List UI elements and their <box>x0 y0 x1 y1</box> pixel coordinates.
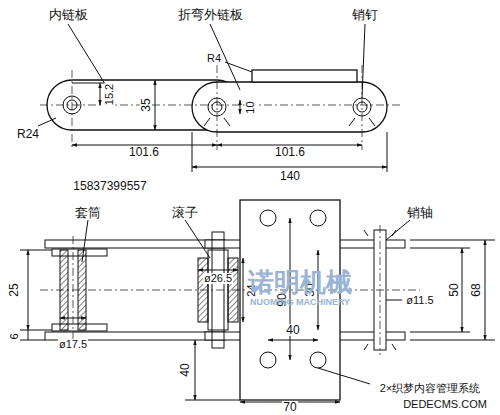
dimension-label: 套筒 <box>74 206 102 219</box>
dimension-label: 50 <box>448 282 460 297</box>
dimension-label: 10 <box>245 100 256 114</box>
dimension-label: 销钉 <box>351 8 379 21</box>
dimension-label: R24 <box>16 128 40 140</box>
dimension-label: 35 <box>140 97 152 112</box>
dimension-label: 2×织梦内容管理系统 <box>379 383 482 394</box>
dimension-label: 25 <box>8 282 20 297</box>
dimension-label: DEDECMS.COM <box>402 399 488 410</box>
dimension-label: 68 <box>470 282 482 297</box>
dimension-label: 内链板 <box>48 8 89 21</box>
dimension-label: 折弯外链板 <box>177 8 244 21</box>
dimension-label: ø26.5 <box>203 273 233 284</box>
dimension-label: 6 <box>9 332 20 340</box>
dimension-label: 滚子 <box>171 206 199 219</box>
dimension-label: 销轴 <box>406 206 434 219</box>
dimension-label: ø17.5 <box>58 339 88 350</box>
dimension-label: R4 <box>206 53 222 64</box>
watermark: 诺明机械 <box>247 269 353 295</box>
dimension-label: 15.2 <box>104 82 115 105</box>
dimension-label: 140 <box>279 170 301 182</box>
dimension-label: 40 <box>179 362 191 377</box>
watermark: NUOMING MACHINERY <box>249 298 351 307</box>
dimension-label: 70 <box>282 401 297 413</box>
dimension-label: 40 <box>285 324 300 336</box>
dimension-label: 101.6 <box>128 146 160 158</box>
dimension-label: ø11.5 <box>405 295 434 306</box>
dimension-label: 15837399557 <box>72 180 147 192</box>
dimension-label: 101.6 <box>274 146 306 158</box>
